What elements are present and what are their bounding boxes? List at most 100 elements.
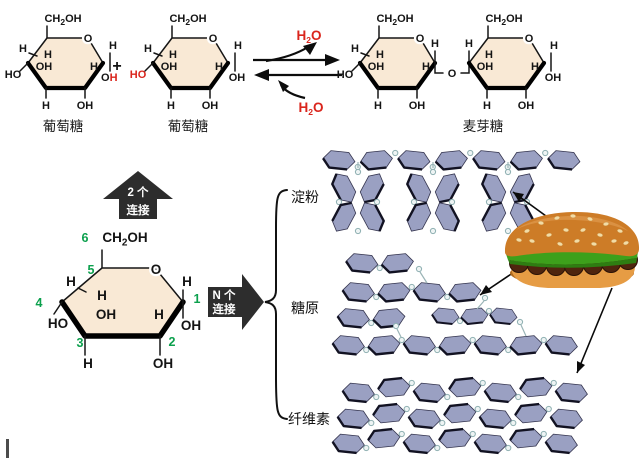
glycosidic-o-link — [456, 317, 464, 325]
sugar-unit-hexagon — [358, 148, 395, 172]
oh-label: OH — [545, 72, 562, 84]
sugar-unit-hexagon — [436, 333, 474, 357]
glycosidic-o-link — [474, 405, 481, 413]
glycosidic-o-link — [545, 405, 552, 413]
sugar-unit-hexagon — [430, 168, 464, 208]
sugar-unit-hexagon — [512, 402, 550, 425]
glucose2-name: 葡萄糖 — [168, 119, 209, 134]
sugar-unit-hexagon — [553, 381, 590, 404]
sugar-unit-hexagon — [401, 432, 438, 455]
sugar-unit-hexagon — [477, 168, 511, 208]
oh-label: OH — [161, 61, 178, 73]
forward-arrowhead — [325, 54, 340, 66]
n-join-line2: 连接 — [213, 302, 236, 316]
sugar-unit-hexagon — [370, 306, 408, 330]
glucose-2-structure: CH2OH H H O H OH H OH HO H OH 葡萄糖 — [130, 13, 246, 134]
sugar-unit-hexagon — [330, 333, 367, 357]
glycogen-branches — [392, 265, 527, 338]
oh-label: OH — [229, 72, 246, 84]
sugar-unit-hexagon — [370, 402, 408, 425]
sugar-unit-hexagon — [430, 306, 461, 326]
sesame-seed — [524, 229, 530, 233]
sugar-unit-hexagon — [340, 280, 377, 304]
sugar-unit-hexagon — [508, 148, 545, 172]
h-atom-label: H — [169, 49, 177, 61]
sesame-seed — [587, 217, 593, 221]
glycosidic-o-link — [429, 227, 437, 235]
glycosidic-o-link — [550, 379, 557, 387]
ring-oxygen-label: O — [84, 33, 93, 45]
sugar-unit-hexagon — [411, 381, 448, 404]
sesame-seed — [574, 239, 580, 243]
sesame-seed — [529, 239, 535, 243]
glycosidic-o-link — [434, 444, 441, 452]
oh-label: OH — [518, 100, 535, 112]
sesame-seed — [611, 239, 617, 243]
glycosidic-o-link — [398, 336, 405, 344]
carbon-2-number: 2 — [169, 335, 176, 349]
carbon-4-number: 4 — [36, 296, 43, 310]
carbon-6-number: 6 — [82, 231, 89, 245]
h-atom-label: H — [97, 288, 107, 303]
oh-label: OH — [477, 61, 494, 73]
glycosidic-o-link — [434, 346, 441, 354]
sugar-unit-hexagon — [507, 333, 545, 357]
sesame-seed — [617, 229, 623, 233]
glycosidic-o-link — [505, 346, 512, 354]
glycosidic-o-link — [335, 198, 343, 206]
sugar-unit-hexagon — [375, 376, 413, 399]
h-atom-label: H — [66, 274, 76, 289]
glycosidic-o-link — [363, 346, 370, 354]
glycosidic-o-link — [504, 168, 512, 176]
glycosidic-o-link — [410, 198, 418, 206]
two-join-arrow: 2 个 连接 — [103, 171, 173, 219]
carbon-3-number: 3 — [77, 336, 84, 350]
water-out-arrowhead — [303, 42, 317, 55]
glycosidic-o-link — [467, 149, 474, 157]
h-atom-label: H — [431, 38, 439, 50]
ring-oxygen-label: O — [416, 33, 425, 45]
h-atom-label: H — [483, 100, 491, 112]
sesame-seed — [570, 214, 576, 218]
glycosidic-o-link — [540, 336, 547, 344]
oh-label: OH — [368, 61, 385, 73]
sugar-unit-hexagon — [343, 251, 381, 275]
ho-label: HO — [48, 316, 68, 331]
carbon-1-number: 1 — [194, 292, 201, 306]
h-atom-label: H — [154, 307, 164, 322]
glycosidic-o-link — [448, 198, 456, 206]
h-atom-label: H — [42, 100, 50, 112]
ho-label: HO — [337, 69, 354, 81]
sugar-unit-hexagon — [395, 148, 433, 172]
h-atom-label: H — [144, 43, 152, 55]
sugar-unit-hexagon — [340, 381, 377, 404]
h-atom-label: H — [83, 356, 93, 371]
starch-label: 淀粉 — [291, 189, 319, 205]
h-atom-label: H — [90, 61, 98, 73]
glycosidic-o-link — [504, 227, 512, 235]
h-atom-label: H — [167, 100, 175, 112]
sesame-seed — [554, 216, 560, 220]
sugar-unit-hexagon — [543, 333, 580, 357]
burger-lettuce-shade — [508, 258, 637, 268]
sugar-unit-hexagon — [320, 148, 358, 172]
sesame-seed — [546, 233, 552, 237]
sugar-unit-hexagon — [477, 407, 514, 430]
glycosidic-o-link — [354, 227, 362, 235]
glycosidic-o-link — [373, 293, 380, 301]
glucose1-name: 葡萄糖 — [43, 119, 84, 134]
cellulose-structure — [330, 376, 590, 455]
maltose-name: 麦芽糖 — [463, 119, 504, 134]
sesame-seed — [538, 221, 544, 225]
sugar-unit-hexagon — [335, 407, 372, 430]
glycosidic-o-link — [429, 168, 437, 176]
oh-label: OH — [202, 100, 219, 112]
sugar-unit-hexagon — [507, 427, 545, 450]
water-consumed-label: H2O — [299, 100, 324, 117]
plus-sign: + — [112, 58, 121, 75]
h-atom-label: H — [485, 49, 493, 61]
sesame-seed — [591, 242, 597, 246]
sugar-unit-hexagon — [401, 333, 438, 357]
sugar-unit-hexagon — [375, 280, 413, 304]
h-atom-label: H — [465, 38, 473, 50]
